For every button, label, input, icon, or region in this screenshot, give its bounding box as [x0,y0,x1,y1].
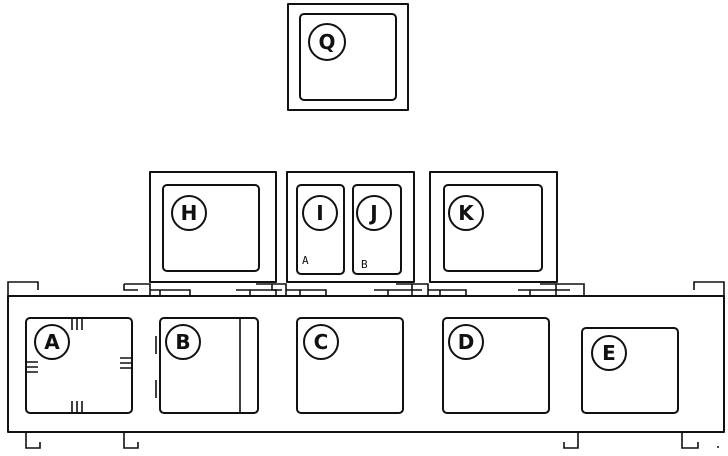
relay-a-label: A [44,330,60,354]
relay-j-sub-label: B [361,258,368,271]
relay-b: B [155,317,259,414]
relay-b-label: B [175,330,190,354]
base-block [7,281,725,449]
relay-k: K [429,171,558,283]
relay-c: C [296,317,404,414]
relay-a: A [25,317,133,414]
relay-i-label: I [316,201,323,225]
relay-ij: I J A B [286,171,415,283]
relay-h-label: H [181,201,198,225]
relay-d: D [442,317,550,414]
mounting-clips [123,283,585,296]
relay-i-sub-label: A [302,254,309,267]
relay-q-label: Q [318,30,335,54]
relay-e: E [581,327,679,414]
relay-h: H [149,171,277,283]
relay-q: Q [287,3,409,111]
relay-j-label: J [368,201,377,225]
relay-d-label: D [458,330,475,354]
relay-c-label: C [314,330,329,354]
relay-k-label: K [458,201,475,225]
relay-e-label: E [602,341,616,365]
